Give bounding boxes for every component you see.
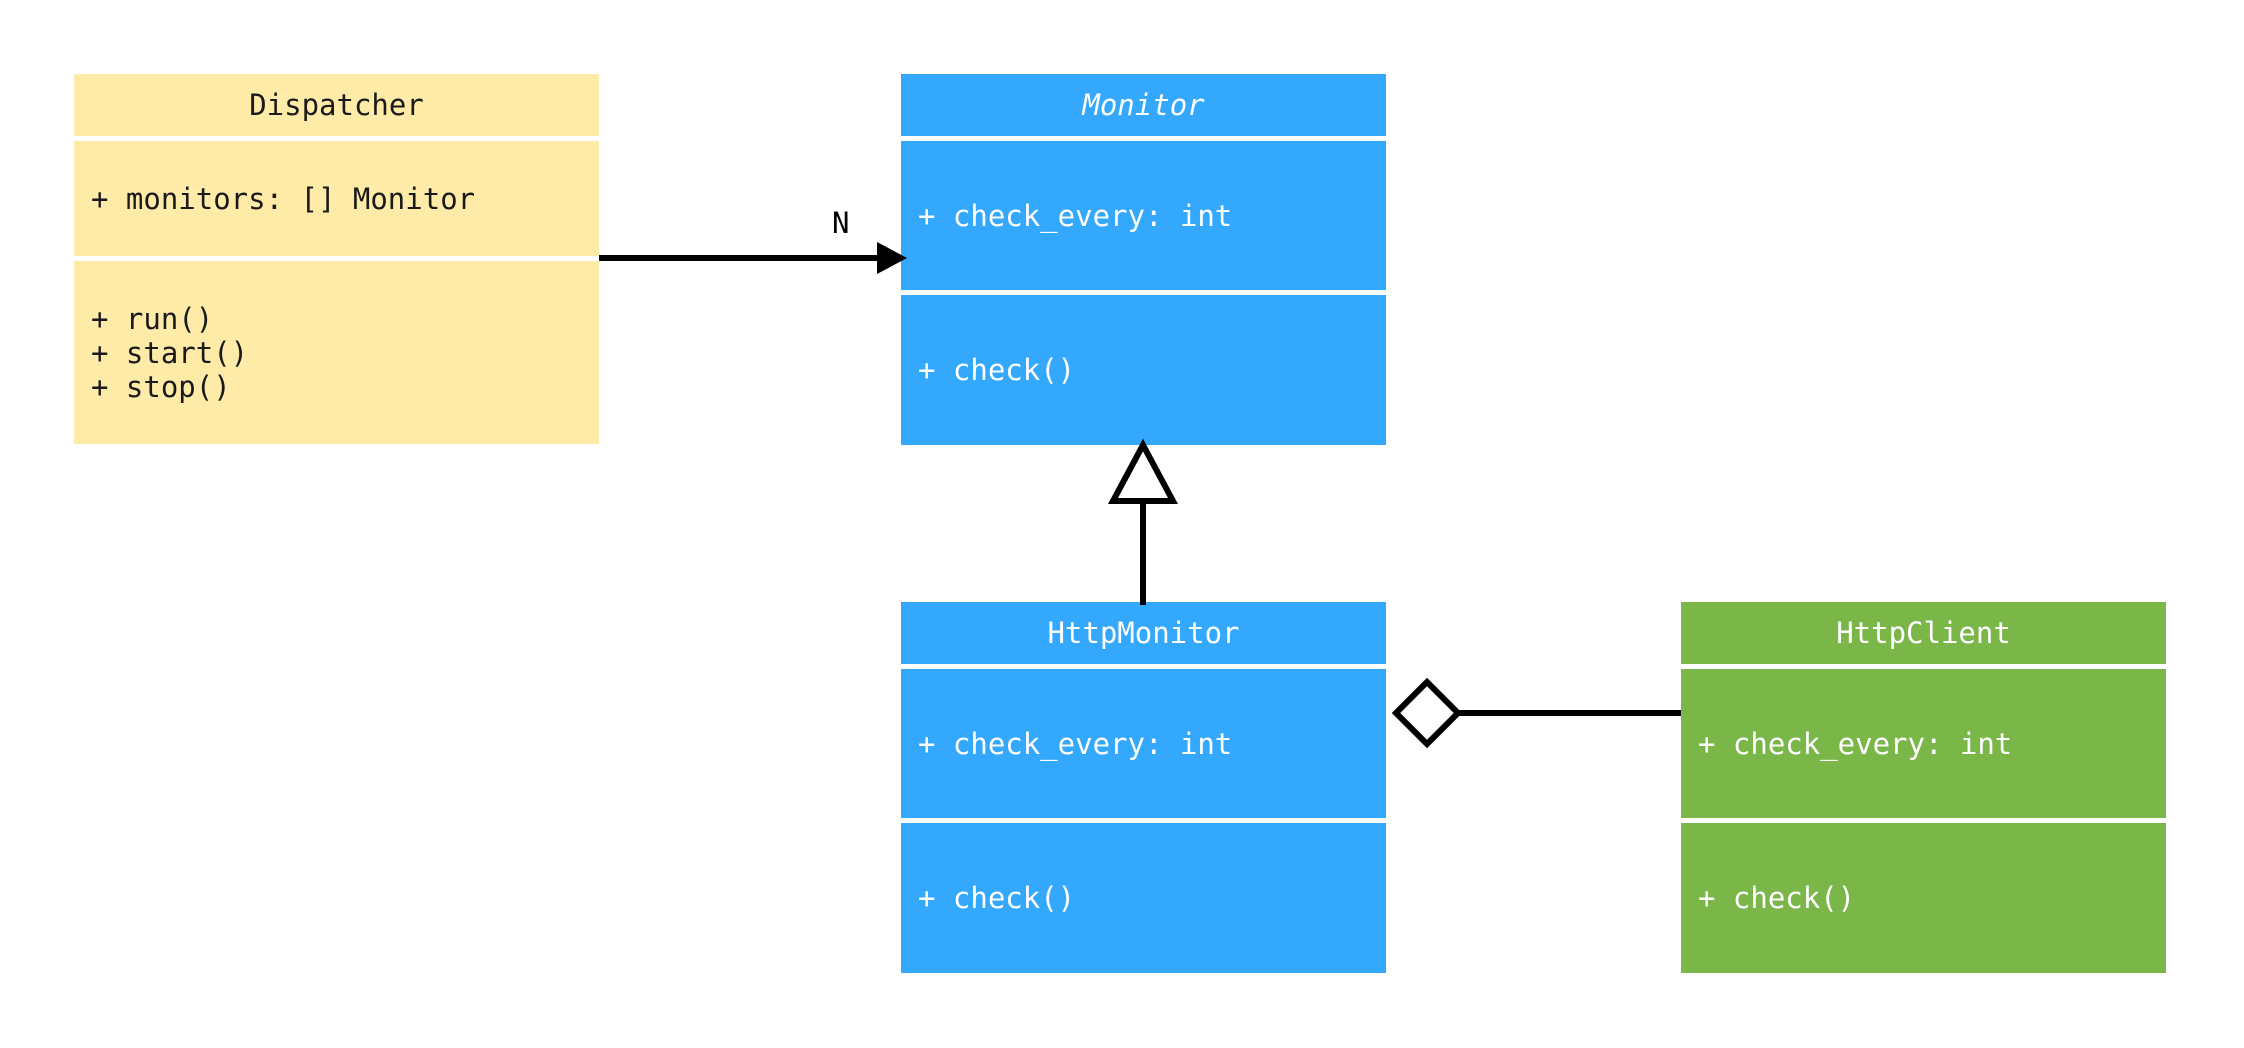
method-item: + start()	[91, 335, 249, 370]
attribute-item: + check_every: int	[918, 198, 1233, 233]
class-title-bar-monitor: Monitor	[901, 74, 1386, 136]
class-name-httpmonitor: HttpMonitor	[1047, 616, 1240, 650]
class-attributes-dispatcher: + monitors: [] Monitor	[74, 141, 599, 256]
class-title-bar-httpclient: HttpClient	[1681, 602, 2166, 664]
class-methods-dispatcher: + run() + start() + stop()	[74, 261, 599, 444]
attribute-item: + check_every: int	[918, 726, 1233, 761]
method-item: + check()	[918, 881, 1076, 915]
method-item: + check()	[1698, 881, 1856, 915]
class-name-dispatcher: Dispatcher	[249, 88, 424, 122]
filled-arrowhead-icon	[877, 242, 907, 274]
method-item: + check()	[918, 353, 1076, 387]
class-attributes-httpclient: + check_every: int	[1681, 669, 2166, 818]
edge-label-multiplicity-n: N	[832, 206, 850, 240]
class-methods-httpclient: + check()	[1681, 823, 2166, 973]
method-item: + run()	[91, 301, 214, 336]
connector-httpmonitor-to-httpclient[interactable]	[1386, 668, 1681, 758]
hollow-diamond-icon	[1391, 677, 1463, 749]
attribute-item: + monitors: [] Monitor	[91, 181, 476, 216]
class-title-bar-dispatcher: Dispatcher	[74, 74, 599, 136]
hollow-triangle-arrowhead-icon	[1107, 438, 1179, 504]
class-name-httpclient: HttpClient	[1836, 616, 2011, 650]
class-attributes-httpmonitor: + check_every: int	[901, 669, 1386, 818]
class-attributes-monitor: + check_every: int	[901, 141, 1386, 290]
class-name-monitor: Monitor	[1082, 88, 1205, 122]
class-box-dispatcher[interactable]: Dispatcher + monitors: [] Monitor + run(…	[74, 74, 599, 444]
connector-httpmonitor-to-monitor[interactable]	[1103, 438, 1183, 605]
method-item: + stop()	[91, 369, 231, 404]
class-title-bar-httpmonitor: HttpMonitor	[901, 602, 1386, 664]
class-box-httpmonitor[interactable]: HttpMonitor + check_every: int + check()	[901, 602, 1386, 973]
class-box-httpclient[interactable]: HttpClient + check_every: int + check()	[1681, 602, 2166, 973]
class-methods-httpmonitor: + check()	[901, 823, 1386, 973]
class-box-monitor[interactable]: Monitor + check_every: int + check()	[901, 74, 1386, 445]
class-methods-monitor: + check()	[901, 295, 1386, 445]
connector-dispatcher-to-monitor[interactable]	[599, 228, 909, 274]
attribute-item: + check_every: int	[1698, 726, 2013, 761]
